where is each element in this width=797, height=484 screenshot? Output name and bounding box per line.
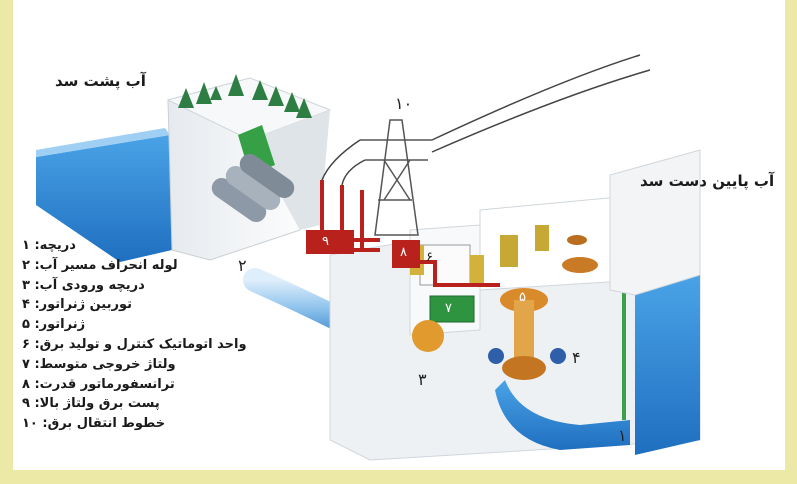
- label-upstream-water: آب پشت سد: [55, 72, 146, 90]
- legend-item: لوله انحراف مسیر آب: ۲: [22, 257, 178, 273]
- legend-item: دریچه ورودی آب: ۳: [22, 277, 145, 293]
- legend-item: ولتاژ خروجی متوسط: ۷: [22, 356, 176, 372]
- number-10: ۱۰: [395, 94, 413, 113]
- number-1: ۱: [618, 426, 627, 445]
- legend-item: واحد اتوماتیک کنترل و تولید برق: ۶: [22, 336, 247, 352]
- dam-structure: [166, 74, 332, 261]
- transmission-tower: [321, 54, 651, 236]
- penstock-pipes: [211, 153, 295, 223]
- turbine: [502, 356, 546, 380]
- power-house: [329, 149, 701, 461]
- number-9: ۹: [322, 234, 329, 249]
- legend-item: خطوط انتقال برق: ۱۰: [22, 416, 166, 432]
- number-7: ۷: [445, 301, 452, 316]
- legend-item: پست برق ولتاژ بالا: ۹: [22, 396, 160, 412]
- medium-voltage-unit: [429, 295, 475, 323]
- number-8: ۸: [400, 245, 407, 260]
- upstream-reservoir: [36, 128, 172, 262]
- tailrace: [495, 380, 630, 450]
- control-unit: [419, 244, 471, 286]
- downstream-water: [635, 275, 700, 455]
- number-3: ۳: [418, 370, 427, 389]
- trees: [178, 74, 312, 118]
- number-4: ۴: [572, 348, 581, 367]
- legend-item: توربین ژنراتور: ۴: [22, 297, 133, 313]
- legend-item: ترانسفورماتور قدرت: ۸: [22, 376, 175, 392]
- label-downstream-water: آب پایین دست سد: [640, 172, 775, 190]
- number-5: ۵: [519, 290, 526, 305]
- outlet-gate: [622, 285, 626, 420]
- number-2: ۲: [238, 256, 247, 275]
- power-transformer: [392, 240, 500, 287]
- number-6: ۶: [426, 250, 433, 265]
- hv-substation: [306, 180, 380, 254]
- legend-item: ژنراتور: ۵: [22, 317, 86, 333]
- legend-list: دریچه: ۱ لوله انحراف مسیر آب: ۲ دریچه ور…: [22, 236, 252, 434]
- legend-item: دریچه: ۱: [22, 238, 76, 253]
- inlet-valve: [412, 320, 444, 352]
